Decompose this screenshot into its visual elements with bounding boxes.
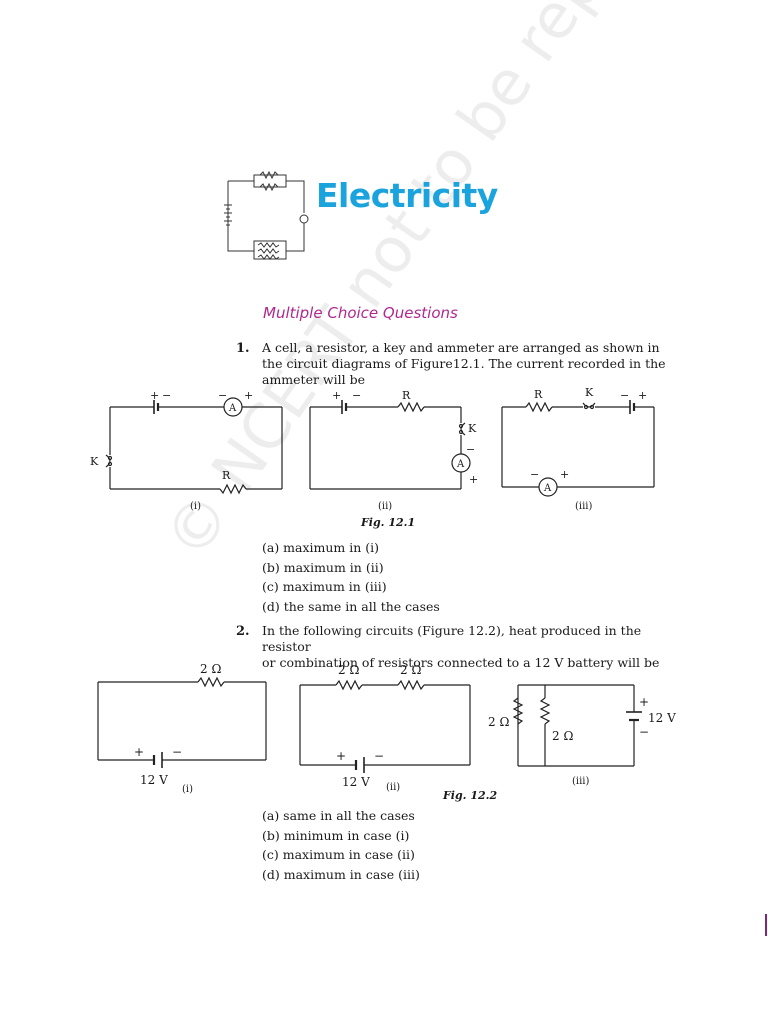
- option-c[interactable]: (c) maximum in case (ii): [262, 847, 415, 862]
- fig1-ii-minus: −: [466, 443, 475, 456]
- fig2-i-resistance: 2 Ω: [200, 662, 221, 676]
- fig1-iii-plus: +: [560, 468, 569, 481]
- fig2-circuit-iii: [512, 684, 642, 767]
- fig1-ii-plus: +: [332, 389, 341, 402]
- fig2-iii-resistance-right: 2 Ω: [552, 729, 573, 743]
- question-1-text: A cell, a resistor, a key and ammeter ar…: [262, 340, 674, 388]
- figure-12-2: 2 Ω + − 12 V (i) 2 Ω 2 Ω + − 12 V (ii) 2…: [97, 662, 676, 795]
- fig1-iii-resistor: R: [534, 388, 543, 401]
- question-2-line: or combination of resistors connected to…: [262, 655, 660, 670]
- fig1-i-minus: −: [218, 389, 227, 402]
- fig1-ii-key: K: [468, 422, 477, 435]
- chapter-circuit-icon: [224, 170, 309, 260]
- fig1-circuit-i: [105, 397, 283, 495]
- fig2-panel-i: (i): [182, 784, 193, 795]
- fig1-i-ammeter: A: [228, 403, 237, 414]
- fig2-ii-plus: +: [336, 749, 346, 763]
- fig2-i-battery: 12 V: [140, 773, 168, 787]
- fig2-iii-resistance-left: 2 Ω: [488, 715, 509, 729]
- fig2-circuit-ii: [299, 679, 471, 773]
- question-1-line: ammeter will be: [262, 372, 365, 387]
- fig1-i-plus: +: [150, 389, 159, 402]
- fig1-ii-minus: −: [352, 389, 361, 402]
- option-a[interactable]: (a) maximum in (i): [262, 540, 380, 555]
- fig2-ii-resistance: 2 Ω: [338, 663, 359, 677]
- option-d[interactable]: (d) the same in all the cases: [262, 598, 440, 614]
- question-2-options: (a) same in all the cases (b) minimum in…: [262, 806, 420, 884]
- figure-12-2-caption: Fig. 12.2: [443, 789, 498, 802]
- question-1-options: (a) maximum in (i) (b) maximum in (ii) (…: [262, 538, 440, 616]
- fig1-panel-i: (i): [190, 501, 201, 512]
- option-d[interactable]: (d) maximum in case (iii): [262, 866, 420, 882]
- question-1-line: the circuit diagrams of Figure12.1. The …: [262, 356, 666, 371]
- fig2-ii-resistance: 2 Ω: [400, 663, 421, 677]
- fig1-i-key: K: [90, 455, 99, 468]
- fig2-iii-plus: +: [639, 695, 649, 709]
- option-b[interactable]: (b) maximum in (ii): [262, 559, 384, 575]
- fig2-iii-battery: 12 V: [648, 711, 676, 725]
- page-edge-marker: [765, 914, 767, 936]
- fig1-i-plus: +: [244, 389, 253, 402]
- fig1-ii-resistor: R: [402, 389, 411, 402]
- question-2-number: 2.: [236, 624, 250, 639]
- fig1-iii-minus: −: [620, 389, 629, 402]
- fig2-i-plus: +: [134, 745, 144, 759]
- question-1-number: 1.: [236, 341, 250, 356]
- fig1-circuit-iii: [501, 400, 655, 497]
- chapter-title: Electricity: [316, 176, 498, 215]
- figure-12-1-caption: Fig. 12.1: [361, 516, 416, 529]
- option-c[interactable]: (c) maximum in (iii): [262, 579, 387, 594]
- fig1-panel-iii: (iii): [575, 501, 592, 512]
- fig1-panel-ii: (ii): [378, 501, 392, 512]
- fig2-i-minus: −: [172, 745, 182, 759]
- question-1-line: A cell, a resistor, a key and ammeter ar…: [262, 340, 660, 355]
- fig2-iii-minus: −: [639, 725, 649, 739]
- figure-12-1: + − − + A R K (i) + − R K − A + (ii) R K…: [90, 386, 655, 512]
- fig2-circuit-i: [97, 676, 267, 768]
- fig1-iii-minus: −: [530, 468, 539, 481]
- section-title: Multiple Choice Questions: [263, 304, 458, 322]
- fig2-panel-ii: (ii): [386, 782, 400, 793]
- fig1-ii-plus: +: [469, 473, 478, 486]
- option-a[interactable]: (a) same in all the cases: [262, 808, 415, 823]
- fig1-iii-ammeter: A: [543, 483, 552, 494]
- fig1-iii-key: K: [585, 386, 594, 399]
- fig1-ii-ammeter: A: [456, 459, 465, 470]
- question-2-text: In the following circuits (Figure 12.2),…: [262, 623, 674, 671]
- fig2-ii-battery: 12 V: [342, 775, 370, 789]
- fig1-circuit-ii: [309, 400, 471, 490]
- fig2-ii-minus: −: [374, 749, 384, 763]
- fig2-panel-iii: (iii): [572, 776, 589, 787]
- fig1-i-minus: −: [162, 389, 171, 402]
- question-2-line: In the following circuits (Figure 12.2),…: [262, 623, 642, 654]
- fig1-i-resistor: R: [222, 469, 231, 482]
- option-b[interactable]: (b) minimum in case (i): [262, 827, 410, 843]
- fig1-iii-plus: +: [638, 389, 647, 402]
